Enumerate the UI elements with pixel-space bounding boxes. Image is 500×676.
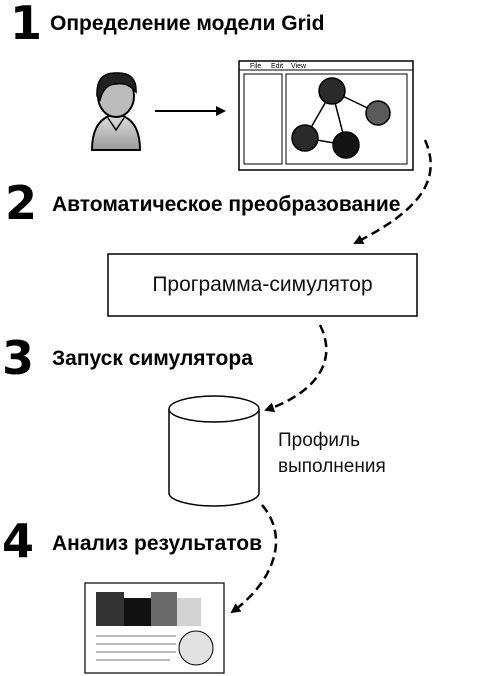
- menu-file: File: [250, 63, 261, 70]
- step-number-3: 3: [2, 331, 35, 385]
- profile-caption: Профиль выполнения: [278, 428, 386, 480]
- database-cylinder-icon: [168, 395, 260, 507]
- graph-node: [332, 131, 360, 159]
- menu-edit: Edit: [271, 63, 283, 70]
- arrow-editor-to-simulator: [353, 139, 432, 245]
- simulator-label: Программа-симулятор: [152, 273, 373, 296]
- step-title-4: Анализ результатов: [52, 532, 262, 555]
- user-icon: [90, 72, 142, 151]
- arrow-database-to-report: [230, 504, 278, 614]
- simulator-box: [107, 253, 418, 317]
- model-editor-window-icon: File Edit View: [238, 60, 414, 171]
- arrow-simulator-to-database: [264, 324, 328, 413]
- profile-caption-line-1: Профиль: [278, 430, 361, 451]
- step-title-1: Определение модели Grid: [50, 12, 325, 35]
- step-number-1: 1: [10, 0, 43, 50]
- step-number-4: 4: [2, 514, 35, 568]
- graph-node: [365, 100, 391, 126]
- step-title-2: Автоматическое преобразование: [52, 193, 401, 216]
- step-number-2: 2: [5, 176, 38, 230]
- graph-node: [291, 124, 319, 152]
- step-title-3: Запуск симулятора: [52, 347, 253, 370]
- menu-view: View: [291, 63, 307, 70]
- report-document-icon: [84, 582, 225, 674]
- profile-caption-line-2: выполнения: [278, 456, 386, 477]
- graph-node: [318, 77, 346, 105]
